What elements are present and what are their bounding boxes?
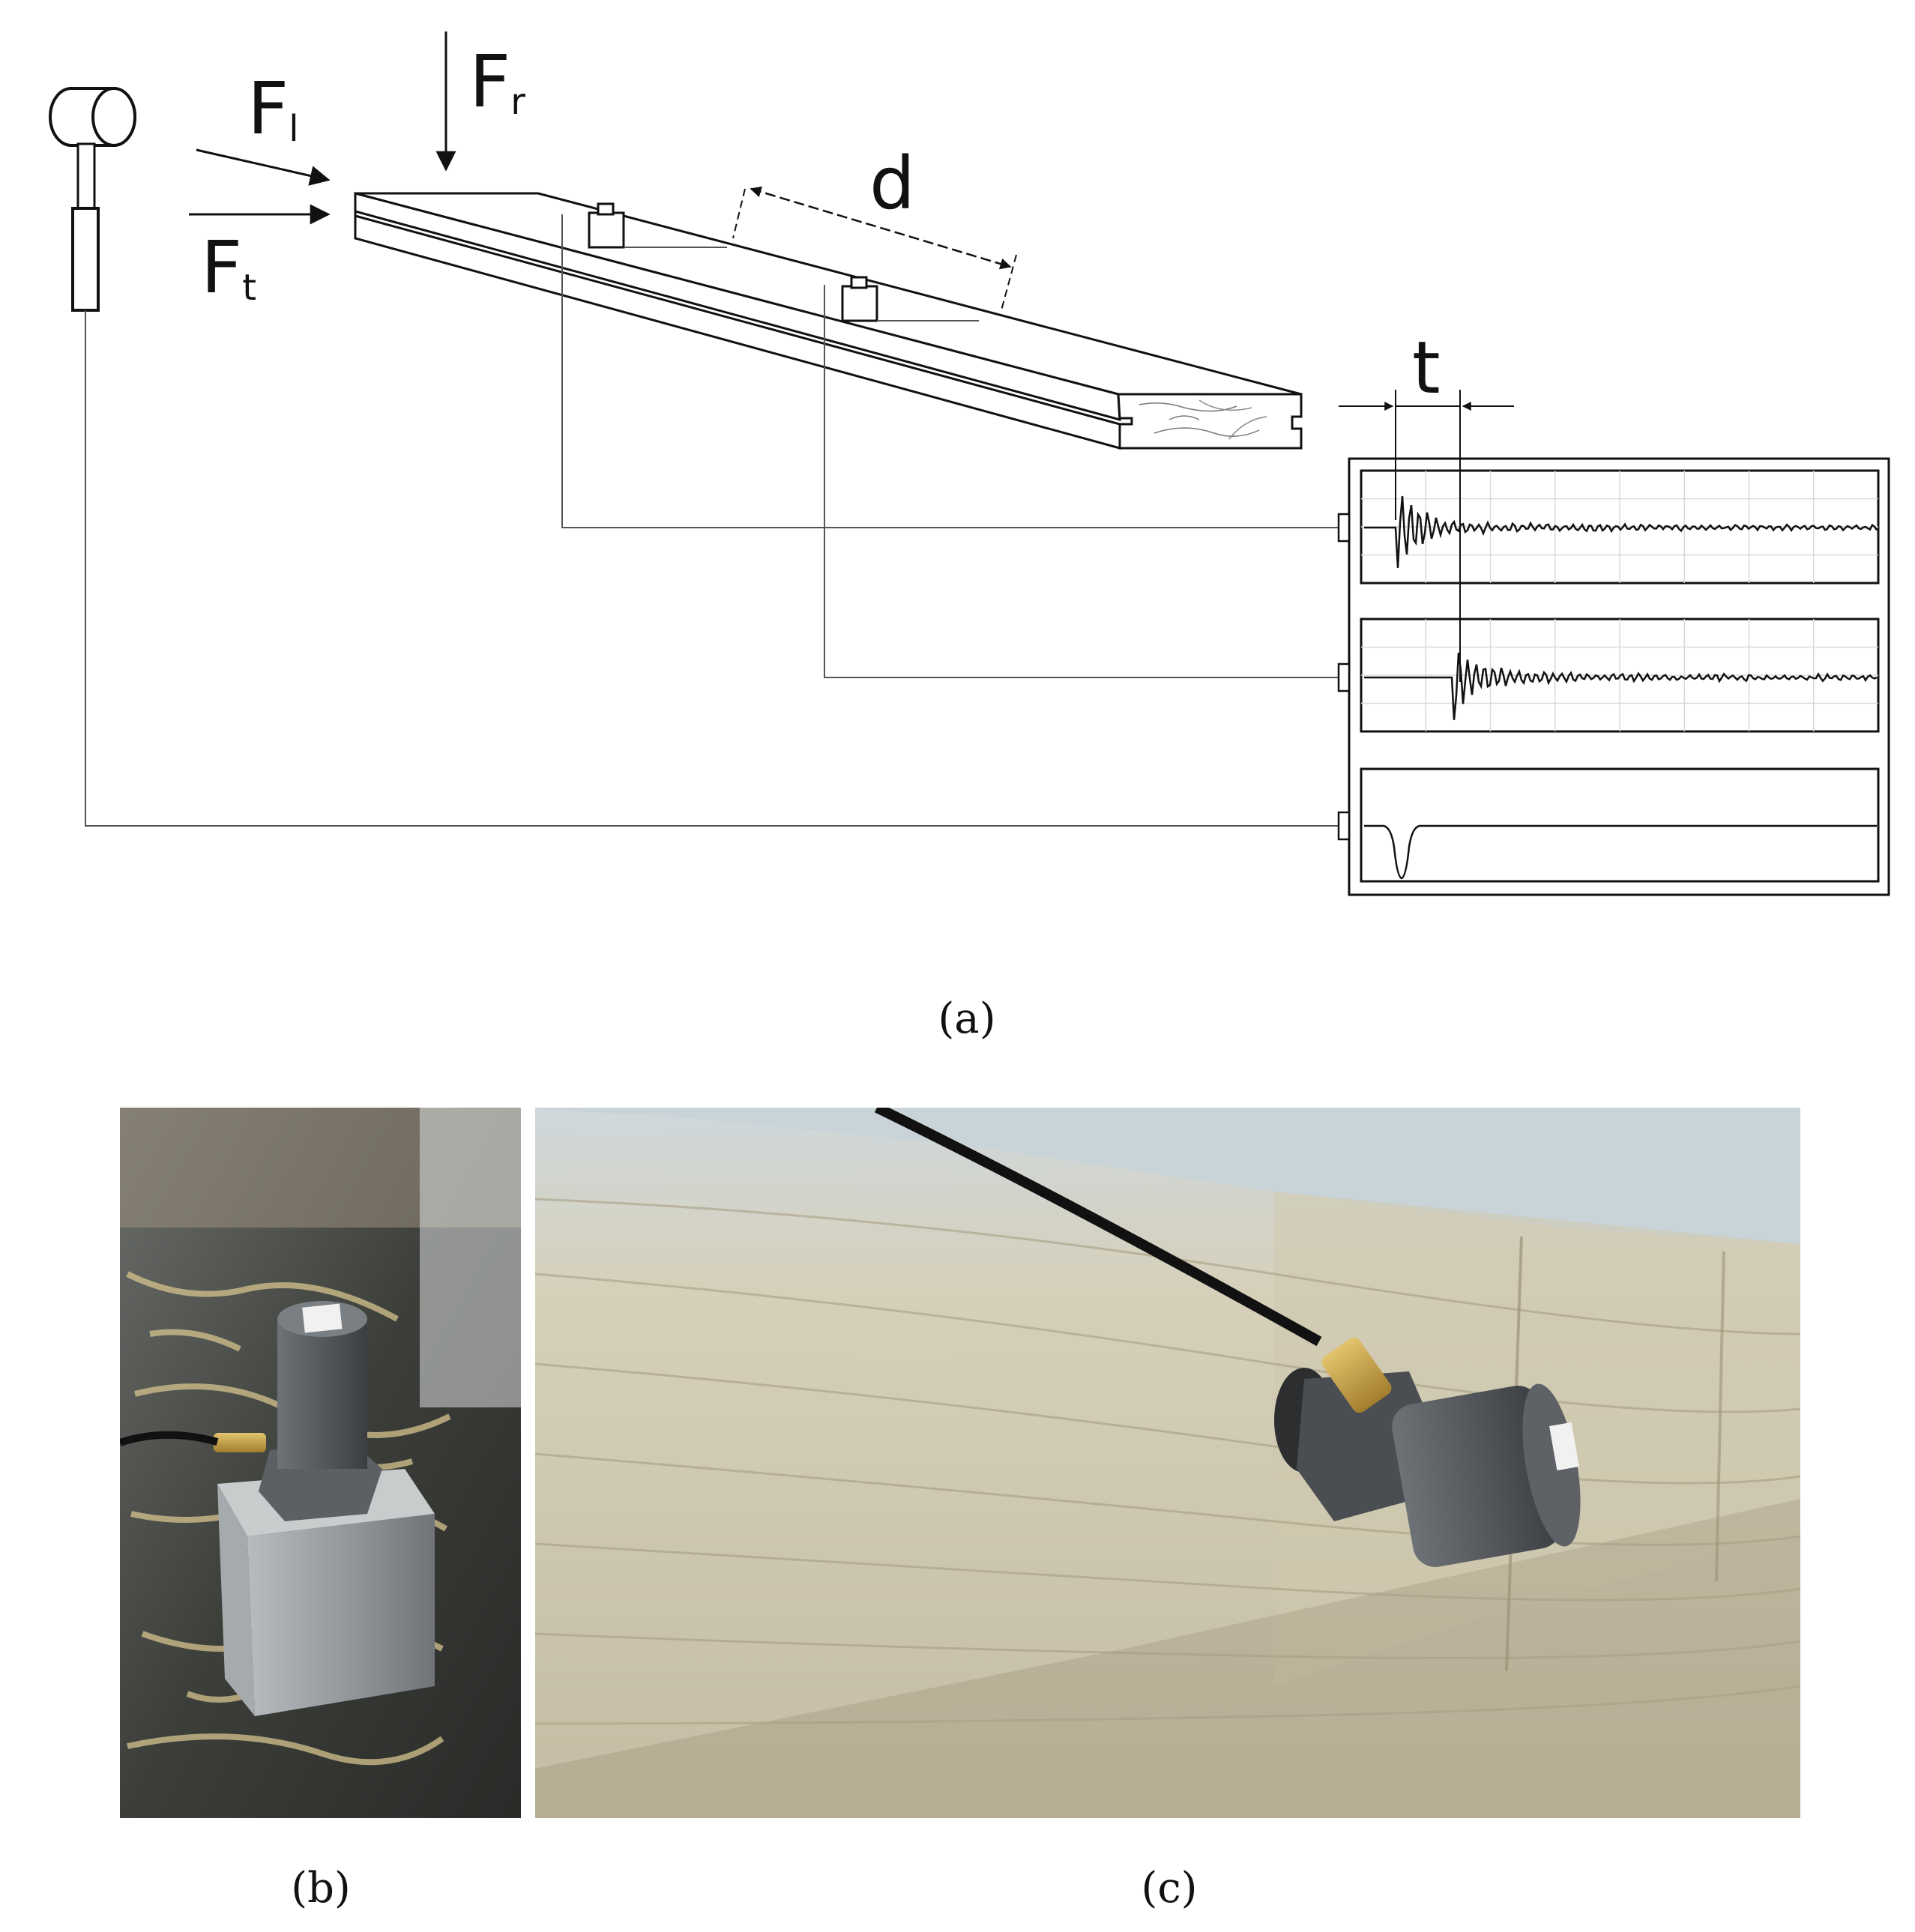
hammer-signal: [1364, 824, 1877, 880]
oscilloscope-icon: [1337, 457, 1890, 896]
time-label: t: [1412, 326, 1441, 410]
accelerometer-icon: [874, 1108, 1581, 1567]
caption-b: (b): [291, 1864, 351, 1913]
photo-c: [535, 1108, 1800, 1818]
time-dimension: [1339, 390, 1514, 682]
force-t-label: Ft: [201, 226, 256, 310]
caption-a: (a): [938, 994, 995, 1043]
sensor-1-signal: [1364, 495, 1878, 568]
accelerometer-icon: [841, 276, 979, 322]
timber-board: [354, 192, 1303, 450]
distance-dimension: [732, 186, 1017, 311]
schematic-panel: Fl Ft Fr d: [49, 31, 1890, 1043]
caption-c: (c): [1141, 1864, 1197, 1913]
photo-b: [120, 1108, 521, 1818]
hammer-icon: [49, 87, 136, 312]
sensor-2-signal: [1364, 652, 1878, 720]
force-l-label: Fl: [247, 67, 299, 151]
distance-label: d: [869, 142, 915, 226]
accelerometer-icon: [588, 202, 727, 249]
force-r-label: Fr: [469, 40, 525, 124]
force-l-arrow: [196, 148, 331, 186]
accelerometer-icon: [120, 1301, 382, 1521]
cables: [85, 214, 1339, 827]
steel-mount-block: [217, 1469, 435, 1716]
